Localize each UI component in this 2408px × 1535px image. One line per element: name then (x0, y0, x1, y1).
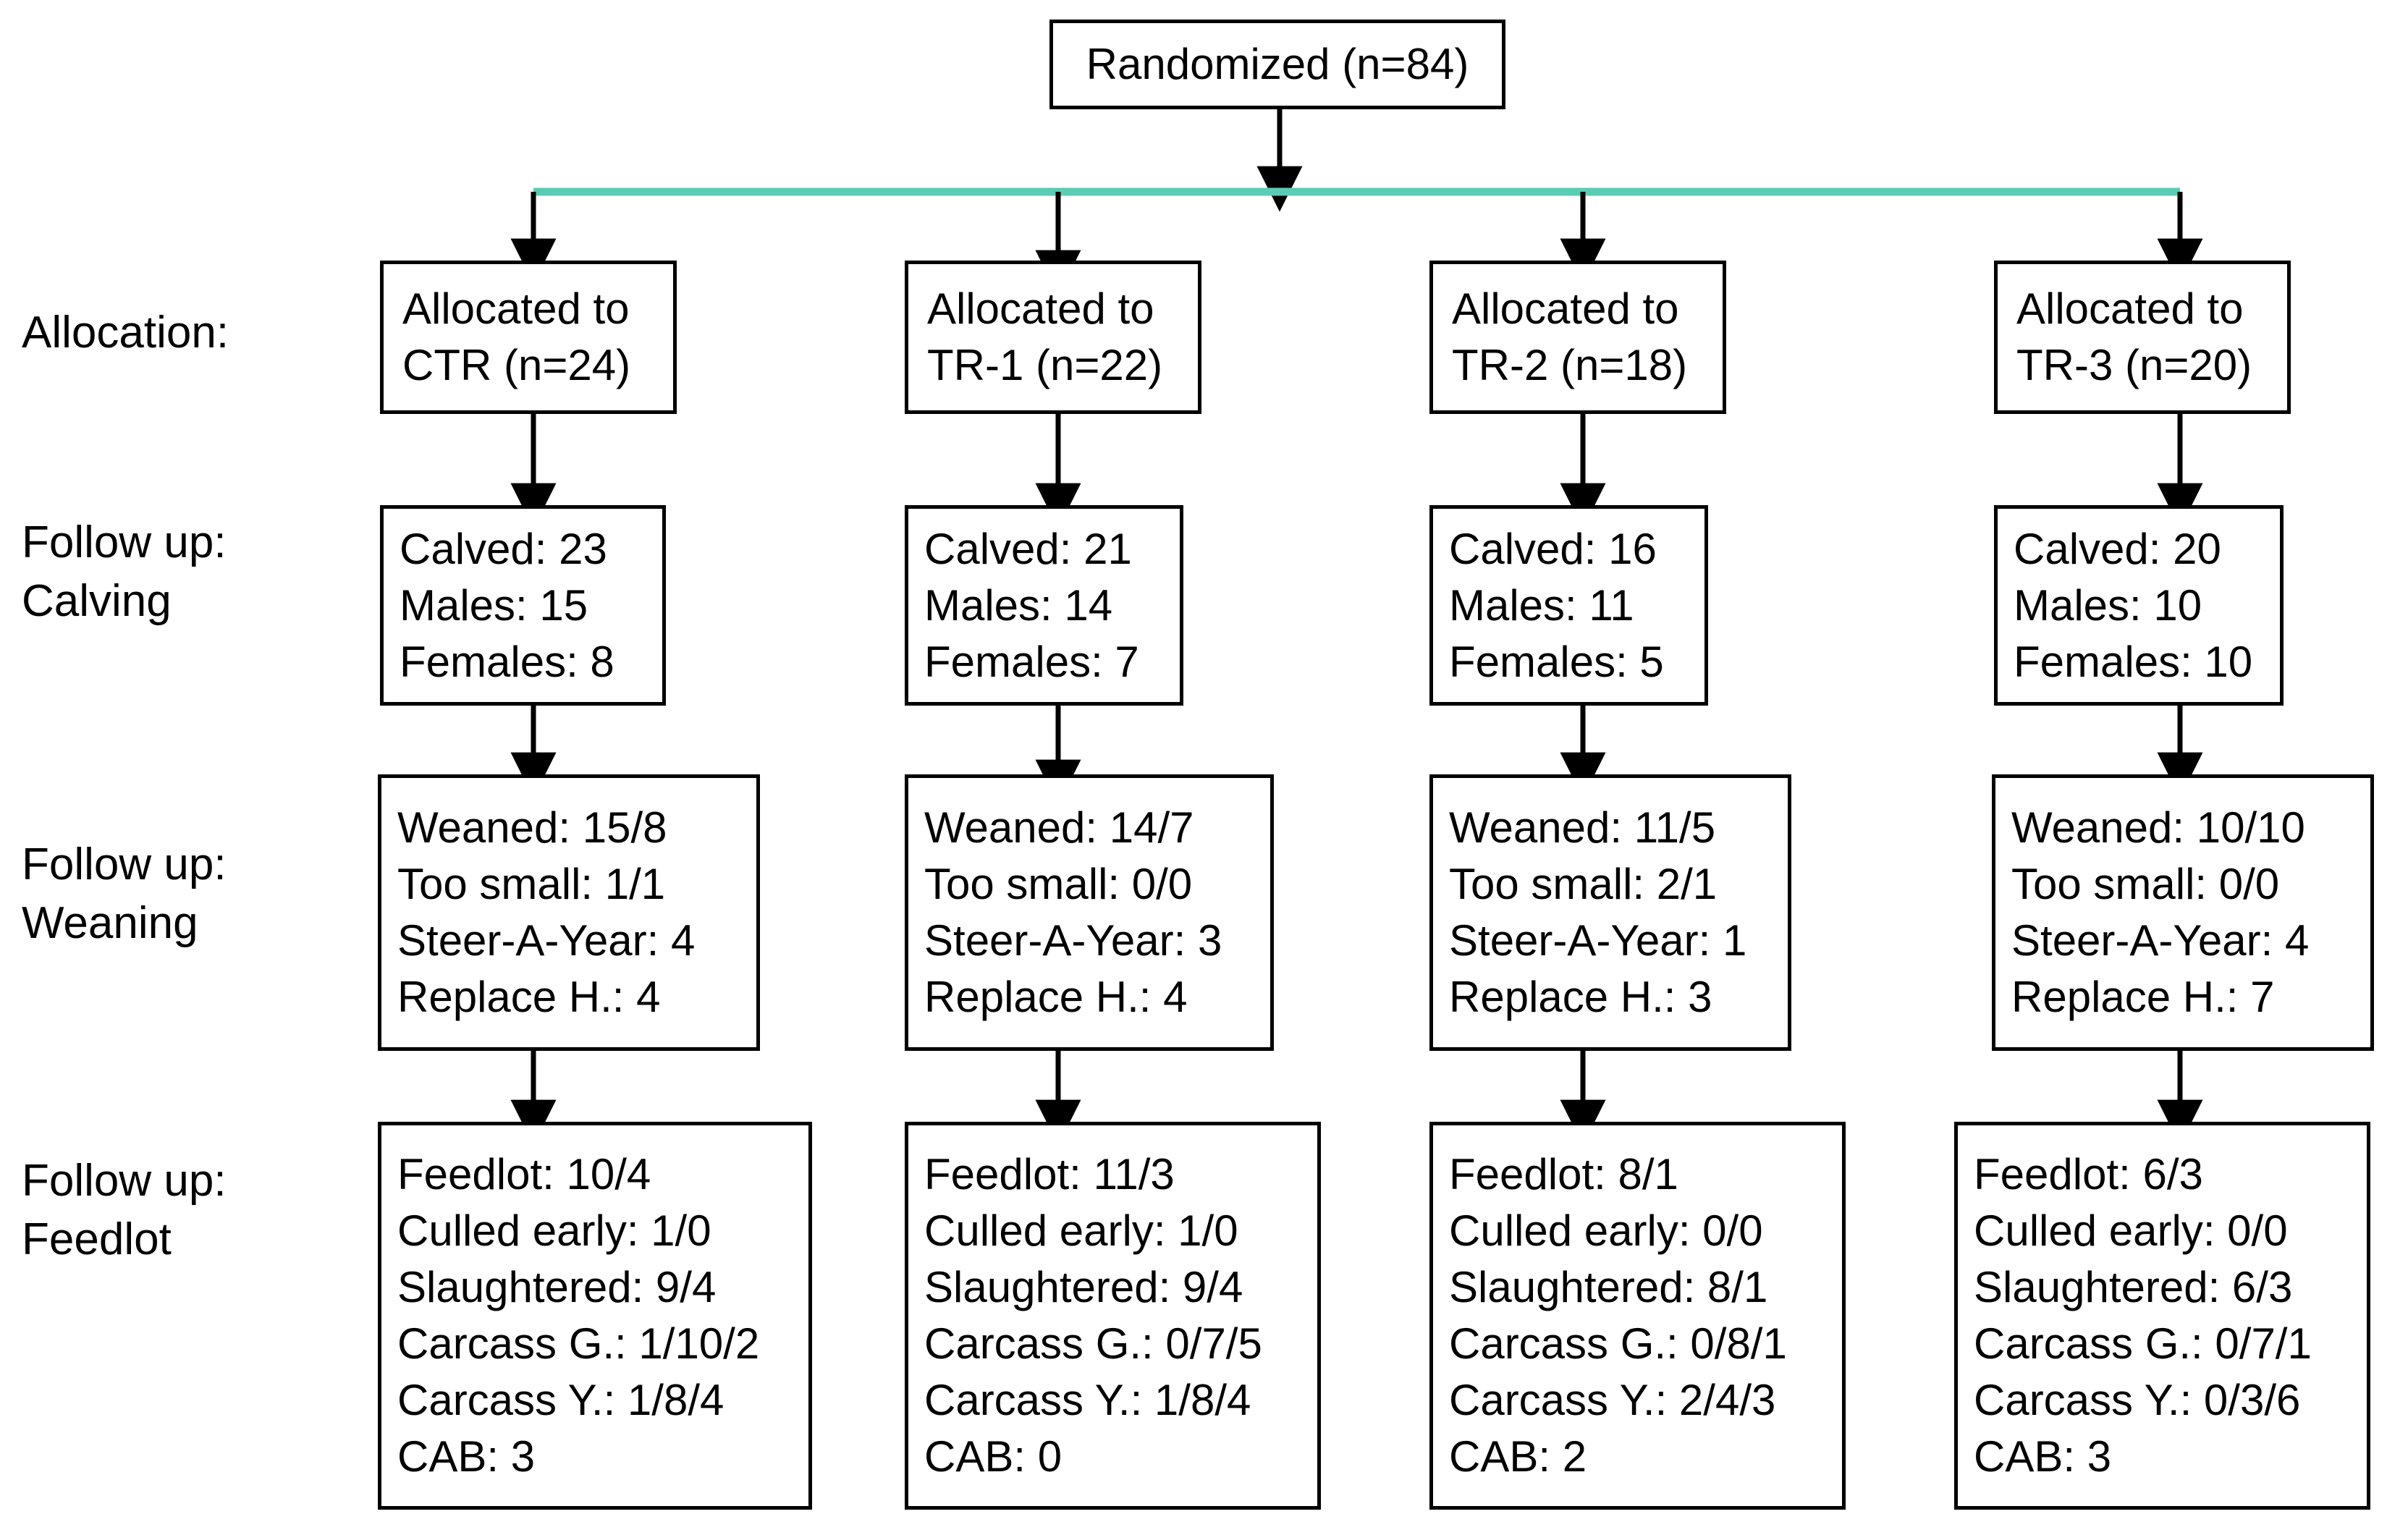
node-line: Carcass G.: 1/10/2 (397, 1319, 760, 1368)
node-line: Feedlot: 6/3 (1974, 1150, 2203, 1198)
row-label-line: Follow up: (22, 517, 227, 567)
node-line: Slaughtered: 9/4 (924, 1263, 1243, 1311)
node-line: Too small: 1/1 (397, 860, 666, 908)
row-label-line: Weaning (22, 897, 198, 948)
node-line: Males: 14 (924, 580, 1113, 630)
node-line: TR-2 (n=18) (1452, 341, 1688, 389)
node-line: Culled early: 1/0 (924, 1206, 1238, 1255)
node-feedlot-tr-3[interactable]: Feedlot: 6/3 Culled early: 0/0 Slaughter… (1954, 1122, 2370, 1510)
row-label-line: Allocation: (22, 308, 229, 358)
node-allocation-tr-2[interactable]: Allocated to TR-2 (n=18) (1429, 261, 1726, 414)
node-line: Weaned: 15/8 (397, 803, 667, 852)
node-line: Females: 5 (1449, 637, 1664, 686)
node-feedlot-tr-2[interactable]: Feedlot: 8/1 Culled early: 0/0 Slaughter… (1429, 1122, 1846, 1510)
node-line: Carcass Y.: 1/8/4 (924, 1376, 1251, 1424)
node-line: Allocated to (402, 284, 630, 333)
node-line: Allocated to (2016, 284, 2244, 333)
node-feedlot-tr-1[interactable]: Feedlot: 11/3 Culled early: 1/0 Slaughte… (905, 1122, 1321, 1510)
node-weaning-ctr[interactable]: Weaned: 15/8 Too small: 1/1 Steer-A-Year… (378, 774, 760, 1051)
node-line: CAB: 2 (1449, 1432, 1587, 1481)
node-line: Feedlot: 11/3 (924, 1150, 1175, 1198)
node-line: Steer-A-Year: 3 (924, 916, 1222, 965)
node-line: Allocated to (927, 284, 1154, 333)
node-line: Carcass Y.: 1/8/4 (397, 1376, 724, 1424)
node-line: Slaughtered: 9/4 (397, 1263, 717, 1311)
row-label-follow-up-calving: Follow up: Calving (22, 514, 227, 630)
node-line: Females: 10 (2014, 637, 2253, 686)
node-line: Carcass G.: 0/7/1 (1974, 1319, 2312, 1368)
node-line: Steer-A-Year: 4 (2011, 916, 2310, 965)
node-line: Calved: 23 (400, 524, 607, 573)
row-label-follow-up-weaning: Follow up: Weaning (22, 836, 227, 952)
node-line: CAB: 0 (924, 1432, 1063, 1481)
node-line: Slaughtered: 8/1 (1449, 1263, 1768, 1311)
node-calving-tr-2[interactable]: Calved: 16 Males: 11 Females: 5 (1429, 505, 1708, 706)
node-line: Too small: 0/0 (924, 860, 1193, 908)
row-label-line: Feedlot (22, 1214, 172, 1264)
node-line: TR-3 (n=20) (2016, 341, 2252, 389)
node-line: Slaughtered: 6/3 (1974, 1263, 2293, 1311)
node-line: CTR (n=24) (402, 341, 631, 389)
node-line: CAB: 3 (397, 1432, 536, 1481)
node-line: Replace H.: 3 (1449, 973, 1712, 1021)
node-line: Too small: 0/0 (2011, 860, 2280, 908)
node-line: Carcass G.: 0/8/1 (1449, 1319, 1787, 1368)
node-calving-ctr[interactable]: Calved: 23 Males: 15 Females: 8 (380, 505, 666, 706)
node-calving-tr-1[interactable]: Calved: 21 Males: 14 Females: 7 (905, 505, 1183, 706)
node-randomized-label: Randomized (n=84) (1086, 40, 1469, 88)
node-allocation-tr-1[interactable]: Allocated to TR-1 (n=22) (905, 261, 1201, 414)
node-line: TR-1 (n=22) (927, 341, 1163, 389)
node-line: Feedlot: 10/4 (397, 1150, 651, 1198)
row-label-allocation: Allocation: (22, 304, 229, 363)
node-weaning-tr-2[interactable]: Weaned: 11/5 Too small: 2/1 Steer-A-Year… (1429, 774, 1791, 1051)
node-allocation-ctr[interactable]: Allocated to CTR (n=24) (380, 261, 677, 414)
node-line: Males: 11 (1449, 580, 1634, 630)
node-line: Weaned: 14/7 (924, 803, 1194, 852)
node-line: Females: 7 (924, 637, 1139, 686)
node-line: Too small: 2/1 (1449, 860, 1718, 908)
node-line: Feedlot: 8/1 (1449, 1150, 1678, 1198)
row-label-follow-up-feedlot: Follow up: Feedlot (22, 1152, 227, 1269)
node-line: Replace H.: 7 (2011, 973, 2275, 1021)
node-line: Carcass G.: 0/7/5 (924, 1319, 1262, 1368)
row-label-line: Calving (22, 575, 172, 626)
node-line: Replace H.: 4 (397, 973, 661, 1021)
node-line: Weaned: 10/10 (2011, 803, 2305, 852)
row-label-line: Follow up: (22, 840, 227, 889)
node-line: Calved: 21 (924, 524, 1132, 573)
node-line: Steer-A-Year: 4 (397, 916, 696, 965)
node-calving-tr-3[interactable]: Calved: 20 Males: 10 Females: 10 (1994, 505, 2284, 706)
node-line: Allocated to (1452, 284, 1679, 333)
node-allocation-tr-3[interactable]: Allocated to TR-3 (n=20) (1994, 261, 2291, 414)
node-line: Culled early: 0/0 (1974, 1206, 2288, 1255)
node-line: Carcass Y.: 2/4/3 (1449, 1376, 1776, 1424)
node-line: Calved: 16 (1449, 524, 1657, 573)
node-feedlot-ctr[interactable]: Feedlot: 10/4 Culled early: 1/0 Slaughte… (378, 1122, 812, 1510)
node-randomized[interactable]: Randomized (n=84) (1049, 20, 1505, 109)
node-weaning-tr-1[interactable]: Weaned: 14/7 Too small: 0/0 Steer-A-Year… (905, 774, 1274, 1051)
node-line: Replace H.: 4 (924, 973, 1188, 1021)
node-line: Calved: 20 (2014, 524, 2221, 573)
node-line: Carcass Y.: 0/3/6 (1974, 1376, 2301, 1424)
node-weaning-tr-3[interactable]: Weaned: 10/10 Too small: 0/0 Steer-A-Yea… (1992, 774, 2374, 1051)
node-line: Males: 10 (2014, 580, 2202, 630)
node-line: Culled early: 0/0 (1449, 1206, 1763, 1255)
node-line: Weaned: 11/5 (1449, 803, 1716, 852)
node-line: Females: 8 (400, 637, 614, 686)
row-label-line: Follow up: (22, 1156, 227, 1206)
node-line: Males: 15 (400, 580, 588, 630)
node-line: CAB: 3 (1974, 1432, 2112, 1481)
node-line: Steer-A-Year: 1 (1449, 916, 1747, 965)
node-line: Culled early: 1/0 (397, 1206, 711, 1255)
